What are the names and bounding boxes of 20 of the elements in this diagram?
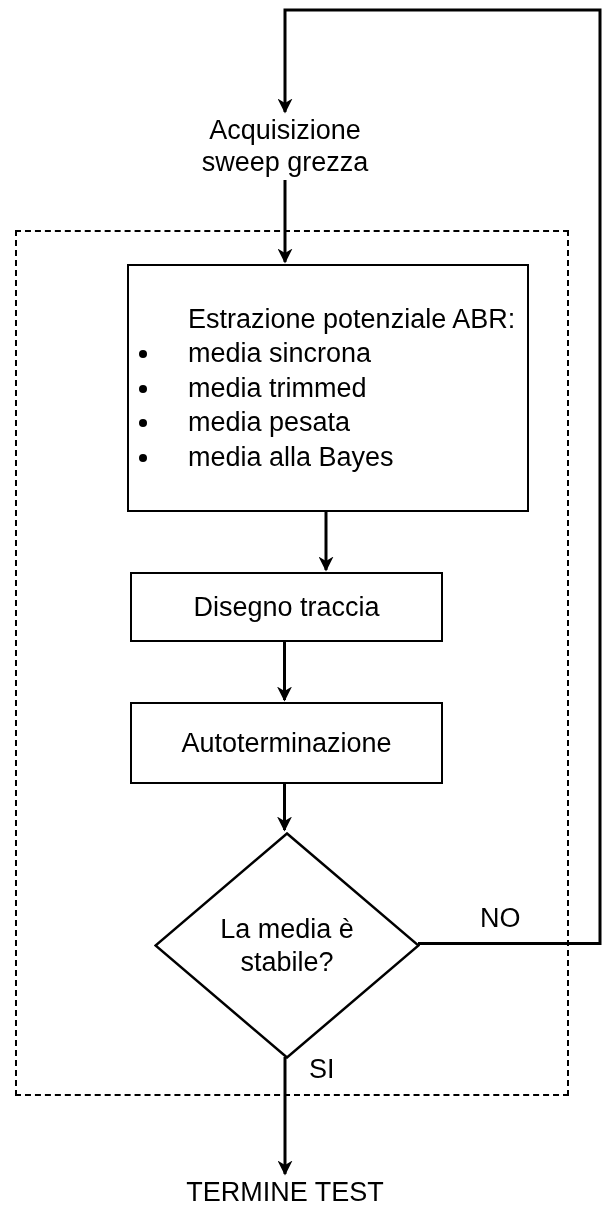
flow-text: TERMINE TEST <box>186 1175 384 1209</box>
box-heading: Estrazione potenziale ABR: <box>187 303 516 336</box>
decision-text: La media è stabile? <box>219 913 355 978</box>
list-item: media alla Bayes <box>188 441 394 472</box>
dashed-group-frame <box>15 230 569 1096</box>
process-box <box>130 572 443 642</box>
box-label: Autoterminazione <box>181 726 392 760</box>
arrow <box>277 180 293 264</box>
box-label: Disegno traccia <box>193 590 380 624</box>
arrow <box>277 640 292 702</box>
arrow <box>318 510 334 572</box>
list-item: media sincrona <box>188 338 372 369</box>
flow-text: Acquisizione sweep grezza <box>200 113 370 179</box>
arrow <box>277 1057 293 1176</box>
list-item: media pesata <box>188 407 351 438</box>
process-box <box>127 264 529 512</box>
list-item: media trimmed <box>188 372 367 403</box>
arrow <box>277 782 292 832</box>
process-box <box>130 702 443 784</box>
arrow <box>277 8 602 945</box>
